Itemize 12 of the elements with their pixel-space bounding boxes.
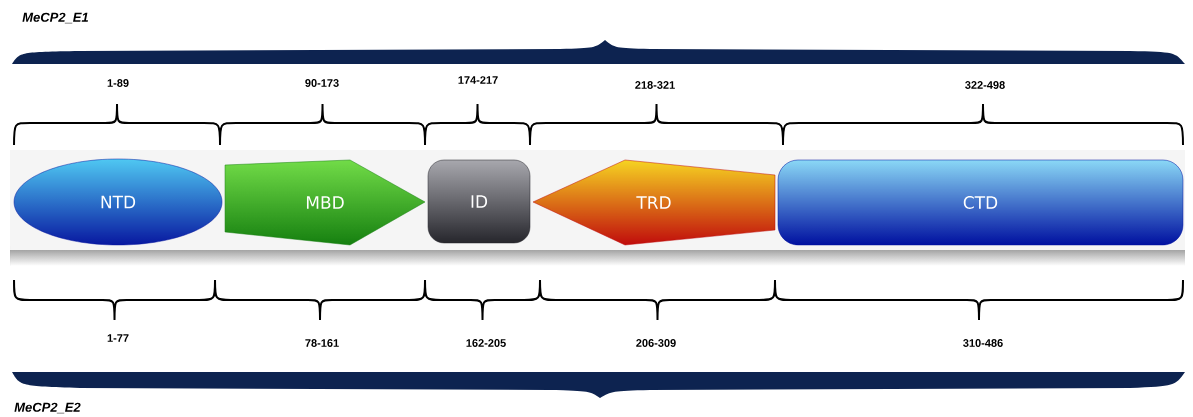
range-label: 218-321 <box>635 81 675 89</box>
range-label: 162-205 <box>466 339 506 347</box>
range-label: 174-217 <box>458 76 498 84</box>
range-label: 310-486 <box>963 339 1003 347</box>
isoform-label: MeCP2_E2 <box>14 402 81 414</box>
range-label: 90-173 <box>305 79 339 87</box>
range-label: 322-498 <box>965 81 1005 89</box>
range-label: 78-161 <box>305 339 339 347</box>
isoform-label: MeCP2_E1 <box>22 12 88 24</box>
range-label: 1-89 <box>107 79 129 87</box>
range-label: 1-77 <box>107 334 129 342</box>
range-label: 206-309 <box>636 339 676 347</box>
